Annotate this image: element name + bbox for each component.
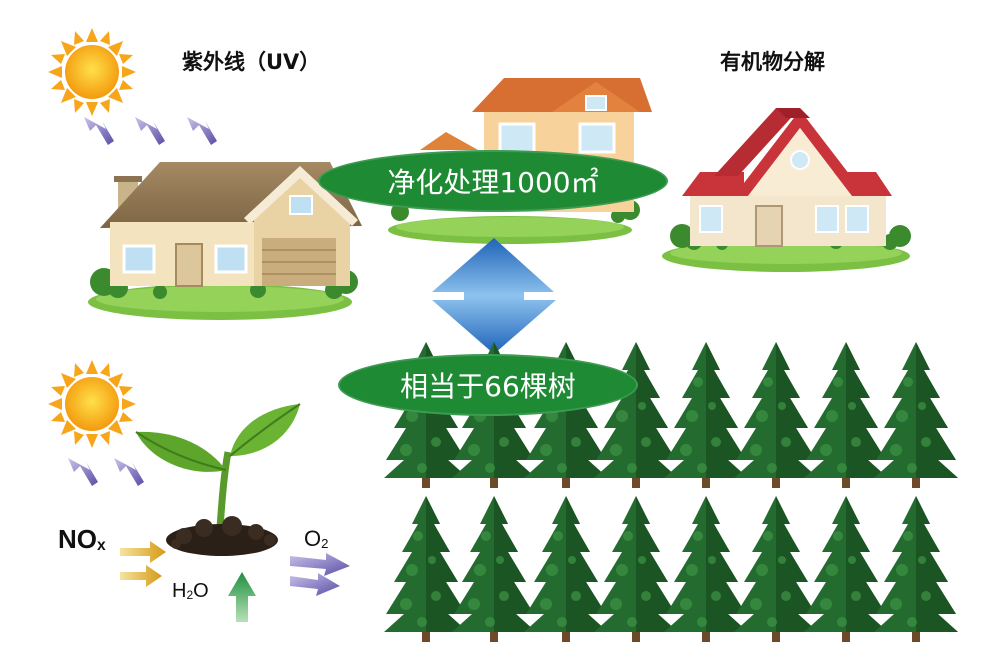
water-arrow — [228, 572, 256, 622]
tree-icon — [664, 496, 748, 642]
sprout-icon — [135, 403, 301, 556]
tree-icon — [594, 342, 678, 488]
house-icon — [662, 108, 911, 272]
purify-area-text: 净化处理1000㎡ — [387, 166, 599, 199]
tree-icon — [874, 342, 958, 488]
tree-icon — [384, 496, 468, 642]
uv-label: 紫外线（UV） — [182, 50, 321, 74]
double-arrow-icon — [432, 238, 556, 354]
o2-label: O2 — [304, 526, 328, 552]
h2o-o: O — [193, 580, 209, 602]
sun-icon — [48, 360, 136, 448]
tree-equivalent-text: 相当于66棵树 — [400, 370, 576, 403]
h2o-label: H2O — [172, 580, 209, 603]
tree-icon — [804, 496, 888, 642]
tree-icon — [874, 496, 958, 642]
purify-area-badge: 净化处理1000㎡ — [318, 150, 668, 212]
nox-sub: x — [97, 537, 106, 554]
h2o-h: H — [172, 580, 187, 602]
nox-arrows — [120, 541, 166, 587]
tree-icon — [452, 496, 536, 642]
organic-decomposition-label: 有机物分解 — [720, 50, 825, 74]
h2o-sub: 2 — [186, 588, 194, 602]
tree-equivalent-badge: 相当于66棵树 — [338, 354, 638, 416]
tree-icon — [594, 496, 678, 642]
tree-icon — [524, 496, 608, 642]
o2-main: O — [304, 526, 322, 551]
nox-main: NO — [58, 524, 97, 554]
o2-arrows — [290, 553, 350, 596]
tree-icon — [734, 342, 818, 488]
tree-icon — [664, 342, 748, 488]
nox-label: NOx — [58, 524, 106, 555]
sun-icon — [48, 28, 136, 116]
tree-icon — [804, 342, 888, 488]
house-icon — [88, 162, 362, 320]
o2-sub: 2 — [321, 536, 329, 551]
tree-icon — [734, 496, 818, 642]
